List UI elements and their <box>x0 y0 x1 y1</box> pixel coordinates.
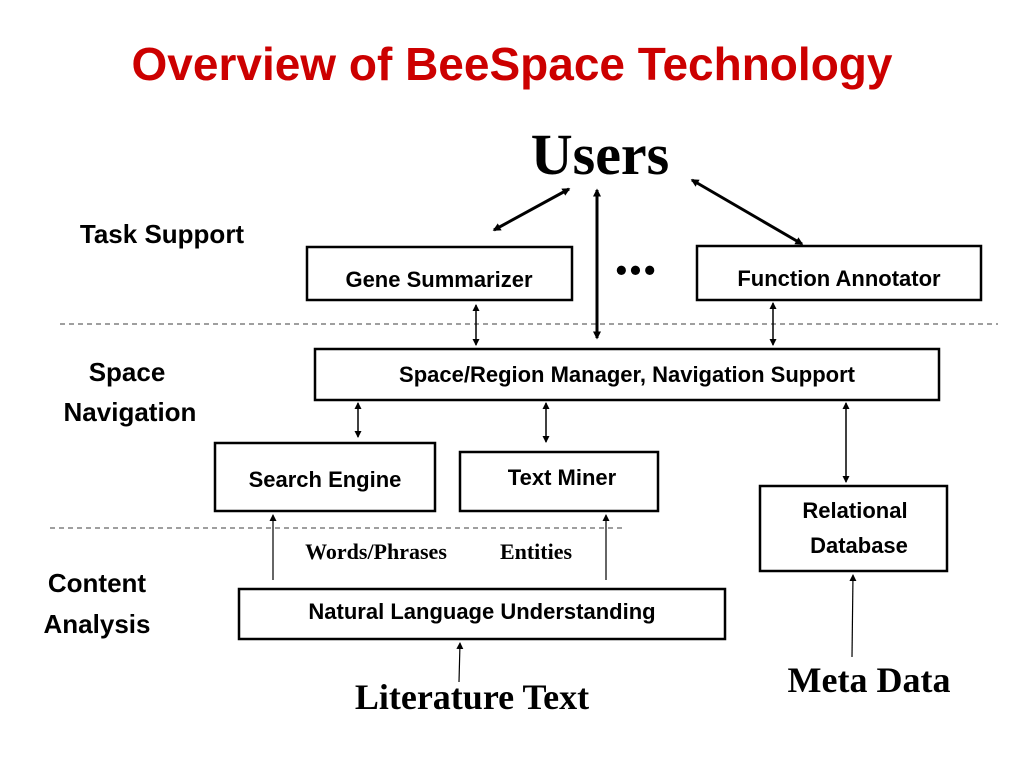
layer-label-content: Content <box>48 568 147 598</box>
search-engine-box: Search Engine <box>213 441 437 513</box>
flow-label-entities: Entities <box>500 539 573 564</box>
page-title: Overview of BeeSpace Technology <box>132 38 893 90</box>
search-engine-label: Search Engine <box>249 467 402 492</box>
function-annotator-label: Function Annotator <box>737 266 941 291</box>
users-function-annotator-arrow <box>690 178 804 246</box>
flow-label-words-phrases: Words/Phrases <box>305 539 447 564</box>
layer-label-navigation: Navigation <box>64 397 197 427</box>
layer-label-analysis: Analysis <box>44 609 151 639</box>
literature-nlu-arrow <box>456 642 464 683</box>
layer-label-task-support: Task Support <box>80 219 245 249</box>
text-miner-box: Text Miner <box>458 450 660 513</box>
metadata-database-arrow <box>849 574 857 658</box>
nlu-box: Natural Language Understanding <box>237 587 727 641</box>
literature-text-label: Literature Text <box>355 677 589 717</box>
gene-summarizer-box: Gene Summarizer <box>305 245 574 302</box>
gene-summarizer-label: Gene Summarizer <box>345 267 533 292</box>
text-miner-label: Text Miner <box>508 465 617 490</box>
more-tasks-ellipsis: ••• <box>616 252 659 288</box>
users-label: Users <box>531 122 670 187</box>
nlu-label: Natural Language Understanding <box>308 599 655 624</box>
layer-label-space: Space <box>89 357 166 387</box>
users-gene-summarizer-arrow <box>492 187 571 232</box>
meta-data-label: Meta Data <box>788 660 951 700</box>
relational-database-label-line1: Relational <box>802 498 907 523</box>
space-region-manager-box: Space/Region Manager, Navigation Support <box>313 347 941 402</box>
relational-database-label-line2: Database <box>810 533 908 558</box>
function-annotator-box: Function Annotator <box>695 244 983 302</box>
space-region-manager-label: Space/Region Manager, Navigation Support <box>399 362 856 387</box>
relational-database-box: Relational Database <box>758 484 949 573</box>
